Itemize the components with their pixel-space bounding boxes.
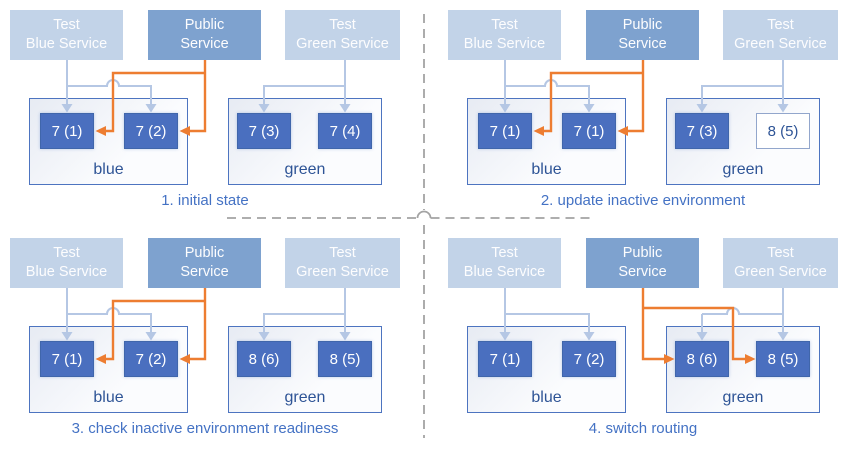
pod-green-2: 8 (5) bbox=[318, 341, 372, 377]
environment-green-label: green bbox=[284, 389, 326, 406]
pod-blue-1: 7 (1) bbox=[478, 341, 532, 377]
pod-green-1: 8 (6) bbox=[675, 341, 729, 377]
public-service-box: Public Service bbox=[586, 238, 699, 288]
pod-green-1: 7 (3) bbox=[237, 113, 291, 149]
environment-green-label: green bbox=[284, 161, 326, 178]
panel-update-inactive-environment: blue green bbox=[424, 0, 848, 228]
pod-blue-2: 7 (1) bbox=[562, 113, 616, 149]
pod-green-1: 8 (6) bbox=[237, 341, 291, 377]
environment-green-label: green bbox=[722, 389, 764, 406]
test-blue-service-box: Test Blue Service bbox=[10, 238, 123, 288]
pod-blue-1: 7 (1) bbox=[40, 113, 94, 149]
public-service-box: Public Service bbox=[148, 10, 261, 60]
pod-blue-1: 7 (1) bbox=[478, 113, 532, 149]
public-service-box: Public Service bbox=[586, 10, 699, 60]
test-blue-service-box: Test Blue Service bbox=[448, 238, 561, 288]
environment-blue-label: blue bbox=[531, 389, 562, 406]
pod-blue-2: 7 (2) bbox=[562, 341, 616, 377]
test-green-service-box: Test Green Service bbox=[285, 238, 400, 288]
panel-initial-state: blue green bbox=[0, 0, 424, 228]
public-service-box: Public Service bbox=[148, 238, 261, 288]
environment-blue-label: blue bbox=[531, 161, 562, 178]
environment-green-label: green bbox=[722, 161, 764, 178]
panel-switch-routing: blue green bbox=[424, 228, 848, 456]
pod-blue-1: 7 (1) bbox=[40, 341, 94, 377]
environment-blue-label: blue bbox=[93, 161, 124, 178]
test-green-service-box: Test Green Service bbox=[723, 10, 838, 60]
test-blue-service-box: Test Blue Service bbox=[10, 10, 123, 60]
panel-caption: 4. switch routing bbox=[588, 420, 698, 437]
test-green-service-box: Test Green Service bbox=[723, 238, 838, 288]
environment-blue-label: blue bbox=[93, 389, 124, 406]
pod-blue-2: 7 (2) bbox=[124, 341, 178, 377]
test-blue-service-box: Test Blue Service bbox=[448, 10, 561, 60]
pod-green-2: 8 (5) bbox=[756, 113, 810, 149]
pod-green-2: 8 (5) bbox=[756, 341, 810, 377]
pod-green-1: 7 (3) bbox=[675, 113, 729, 149]
panel-caption: 2. update inactive environment bbox=[540, 192, 746, 209]
pod-green-2: 7 (4) bbox=[318, 113, 372, 149]
panel-caption: 3. check inactive environment readiness bbox=[71, 420, 339, 437]
panel-check-inactive-environment-readiness: blue green bbox=[0, 228, 424, 456]
panel-caption: 1. initial state bbox=[161, 192, 249, 209]
pod-blue-2: 7 (2) bbox=[124, 113, 178, 149]
test-green-service-box: Test Green Service bbox=[285, 10, 400, 60]
